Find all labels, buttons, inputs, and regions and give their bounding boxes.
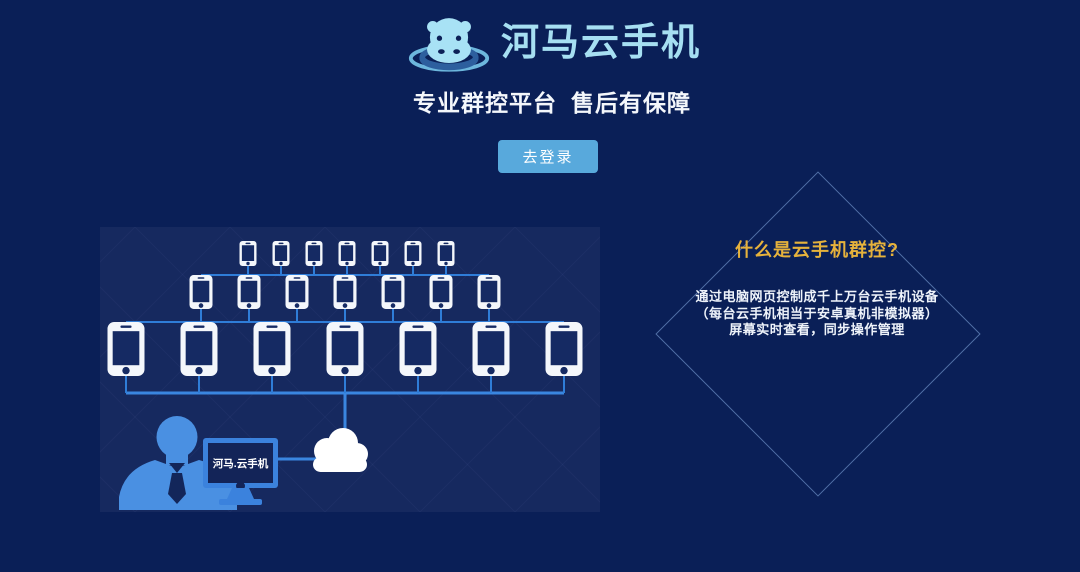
subtitle-part1: 专业群控平台 (413, 90, 557, 116)
phone-icon (272, 241, 290, 266)
phone-icon (381, 275, 405, 309)
subtitle-part2: 售后有保障 (571, 90, 691, 116)
phone-icon (472, 322, 510, 376)
header-logo-row: 河马云手机 (14, 12, 1080, 74)
hippo-head (427, 18, 471, 64)
phone-icon (285, 275, 309, 309)
tie (168, 463, 186, 504)
phone-icon (107, 322, 145, 376)
illustration-svg: 河马.云手机 (0, 226, 896, 513)
phone-icon (180, 322, 218, 376)
phone-icon (326, 322, 364, 376)
phone-icon (239, 241, 257, 266)
phone-icon (305, 241, 323, 266)
phone-icon (437, 241, 455, 266)
cloud-icon (313, 428, 368, 472)
monitor-icon: 河马.云手机 (203, 438, 278, 505)
phone-icon (545, 322, 583, 376)
phone-icon (253, 322, 291, 376)
page-title: 河马云手机 (500, 22, 701, 64)
phone-icon (399, 322, 437, 376)
phone-icon (338, 241, 356, 266)
phone-icon (371, 241, 389, 266)
phone-icon (237, 275, 261, 309)
phone-tree (107, 241, 583, 376)
group-control-illustration: 河马.云手机 (0, 226, 896, 513)
phone-icon (477, 275, 501, 309)
phone-icon (189, 275, 213, 309)
phone-icon (333, 275, 357, 309)
info-diamond-border (655, 171, 981, 497)
phone-icon (404, 241, 422, 266)
page-subtitle: 专业群控平台 售后有保障 (12, 84, 1080, 118)
phone-icon (429, 275, 453, 309)
hippo-logo-icon (408, 18, 490, 72)
monitor-label: 河马.云手机 (213, 457, 269, 470)
login-button[interactable]: 去登录 (498, 140, 598, 173)
